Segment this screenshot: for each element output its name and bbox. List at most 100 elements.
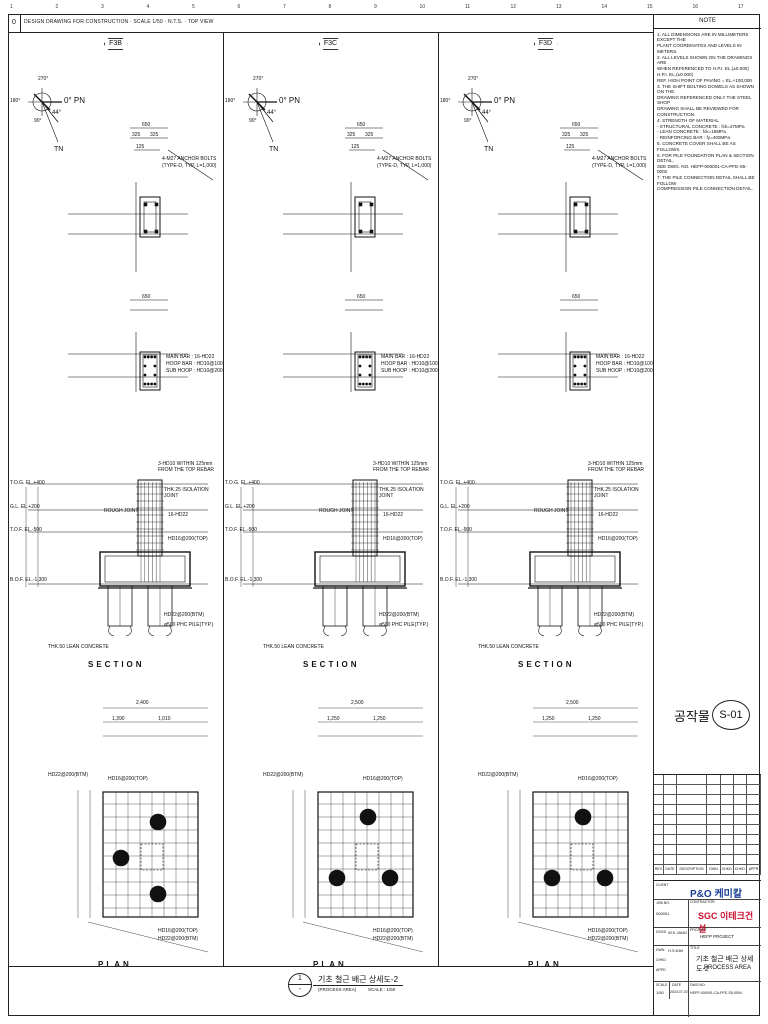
plan-top-rebar-2: HD16@200(TOP) xyxy=(158,928,198,934)
rebar xyxy=(153,364,157,368)
rebar xyxy=(153,382,157,386)
footing-section xyxy=(314,551,406,587)
sheet-number-prefix: 공작물 xyxy=(674,709,710,724)
anchor-bolt-note: 4-M27 ANCHOR BOLTS xyxy=(162,156,217,162)
pedestal-outline xyxy=(355,843,379,871)
column-tick: 17 xyxy=(738,4,744,10)
note-line: - REINFORCING BAR : fy=400MPa xyxy=(657,135,730,141)
rebar xyxy=(143,355,147,359)
hoop-bar-note: HOOP BAR : HD10@100 xyxy=(596,361,653,367)
note-line: PLANT COORDINATES AND LEVELS IN METERS. xyxy=(657,43,742,54)
appd-label: APPD xyxy=(656,968,666,972)
column-tick: 5 xyxy=(192,4,195,10)
gl-level: G.L. EL.+200 xyxy=(225,504,255,510)
plan-bottom-rebar-2: HD22@200(BTM) xyxy=(158,936,199,942)
phc-pile-callout: ø500 PHC PILE(TYP.) xyxy=(379,622,429,628)
rebar xyxy=(573,373,577,377)
note-line: H.P.I. EL.(±0.000) xyxy=(657,71,694,77)
rebar xyxy=(583,355,587,359)
column-tick: 10 xyxy=(419,4,426,10)
rebar xyxy=(583,364,587,368)
dwg-no: HEFP-000001-CA-PFE-S5-0004 xyxy=(690,991,742,995)
compass-270-label: 270° xyxy=(468,76,479,82)
scale-value: 1/50 xyxy=(656,990,664,995)
client-label: CLIENT xyxy=(656,883,669,887)
column-tick: 14 xyxy=(601,4,608,10)
rebar xyxy=(358,382,362,386)
scale-label: SCALE xyxy=(656,983,668,987)
pile-location xyxy=(596,869,614,887)
pedestal-dim-c: 125 xyxy=(351,144,360,150)
rebar xyxy=(583,382,587,386)
anchor-bolt xyxy=(358,202,363,207)
title-label: TITLE xyxy=(690,946,700,950)
hoop-bar-note: HOOP BAR : HD10@100 xyxy=(166,361,223,367)
rebar xyxy=(368,373,372,377)
anchor-bolt-type: (TYPE-D, TYP. L=1,000) xyxy=(162,163,217,169)
rebar xyxy=(153,355,157,359)
column-tick: 16 xyxy=(692,4,699,10)
top-bar-note: 3-HD10 WITHIN 125mm FROM THE TOP REBAR xyxy=(158,461,215,473)
top-bar-note: 3-HD10 WITHIN 125mm FROM THE TOP REBAR xyxy=(588,461,645,473)
tos-level: T.O.G. EL.+400 xyxy=(10,480,45,486)
sub-hoop-note: SUB HOOP : HD10@200 xyxy=(166,368,223,374)
footing-section xyxy=(529,551,621,587)
pedestal-outline xyxy=(140,843,164,871)
pedestal-dim-b: 325 xyxy=(580,132,589,138)
detail-callout: 1 - xyxy=(288,973,312,997)
tos-level: T.O.G. EL.+400 xyxy=(225,480,260,486)
pile-location xyxy=(381,869,399,887)
note-line: DRAWING REFERENCED ONLY THE STEEL SHOP xyxy=(657,94,752,106)
detail-ref: - xyxy=(298,986,302,993)
plan-bottom-rebar: HD22@200(BTM) xyxy=(48,772,89,778)
plan-title: PLAN xyxy=(528,960,562,969)
detail-number: 1 xyxy=(298,975,302,982)
revision-mark: 0 xyxy=(8,14,21,32)
note-line: 4. STRENGTH OF MATERIAL xyxy=(657,117,719,123)
job-no-label: JOB NO. xyxy=(656,901,671,905)
rebar xyxy=(358,364,362,368)
column-tick: 6 xyxy=(237,4,241,10)
top-rebar-callout: HD16@200(TOP) xyxy=(598,536,638,542)
pedestal-dim-a: 325 xyxy=(347,132,356,138)
note-line: 5. CONCRETE COVER SHALL BE AS FOLLOWS xyxy=(657,141,736,152)
lean-concrete-callout: THK.50 LEAN CONCRETE xyxy=(48,644,109,650)
note-line: 6. FOR PILE FOUNDATION PLAN & SECTION DE… xyxy=(657,152,754,163)
note-line: 2. ALL LEVELS SHOWN ON THE DRAWINGS ARE xyxy=(657,54,753,66)
revision-header: REV. xyxy=(654,865,665,874)
compass-90-label: 90° xyxy=(464,118,472,124)
compass-270-label: 270° xyxy=(253,76,264,82)
anchor-bolt-type: (TYPE-D, TYP. L=1,000) xyxy=(592,163,647,169)
anchor-bolt xyxy=(369,202,374,207)
pile-location xyxy=(359,808,377,826)
column-section xyxy=(569,351,591,391)
column-tick: 9 xyxy=(374,4,377,10)
column-width-dim: 650 xyxy=(142,294,151,300)
main-bar-note: MAIN BAR : 16-HD22 xyxy=(166,354,215,360)
revision-header: DATE xyxy=(664,865,677,874)
sheet-number-oval: S-01 xyxy=(712,700,750,730)
title-block: CLIENT P&O 케미칼 JOB NO. 000001 CONTRACTOR… xyxy=(654,880,761,1017)
pedestal-dim-b: 325 xyxy=(150,132,159,138)
rebar xyxy=(576,355,580,359)
footing-plan xyxy=(532,791,629,918)
column-tick: 8 xyxy=(328,4,332,10)
true-north-label: TN xyxy=(484,146,494,153)
footing-half-dim-a: 1,250 xyxy=(542,716,555,722)
panel-tag: F3D xyxy=(534,38,558,50)
column-section xyxy=(354,351,376,391)
section-title: SECTION xyxy=(518,660,575,669)
rebar xyxy=(573,355,577,359)
rebar xyxy=(368,355,372,359)
designer-name: W.K.JANG xyxy=(668,930,688,935)
project-name: HEFP PROJECT xyxy=(700,934,735,939)
footing-total-dim: 2,500 xyxy=(566,700,579,706)
pedestal-section xyxy=(352,479,378,557)
footing-total-dim: 2,500 xyxy=(351,700,364,706)
rebar xyxy=(368,382,372,386)
panel-drawing xyxy=(25,88,214,953)
footing-plan xyxy=(317,791,414,918)
job-no: 000001 xyxy=(656,911,670,916)
footer-scale: SCALE : 1/50 xyxy=(368,987,396,992)
